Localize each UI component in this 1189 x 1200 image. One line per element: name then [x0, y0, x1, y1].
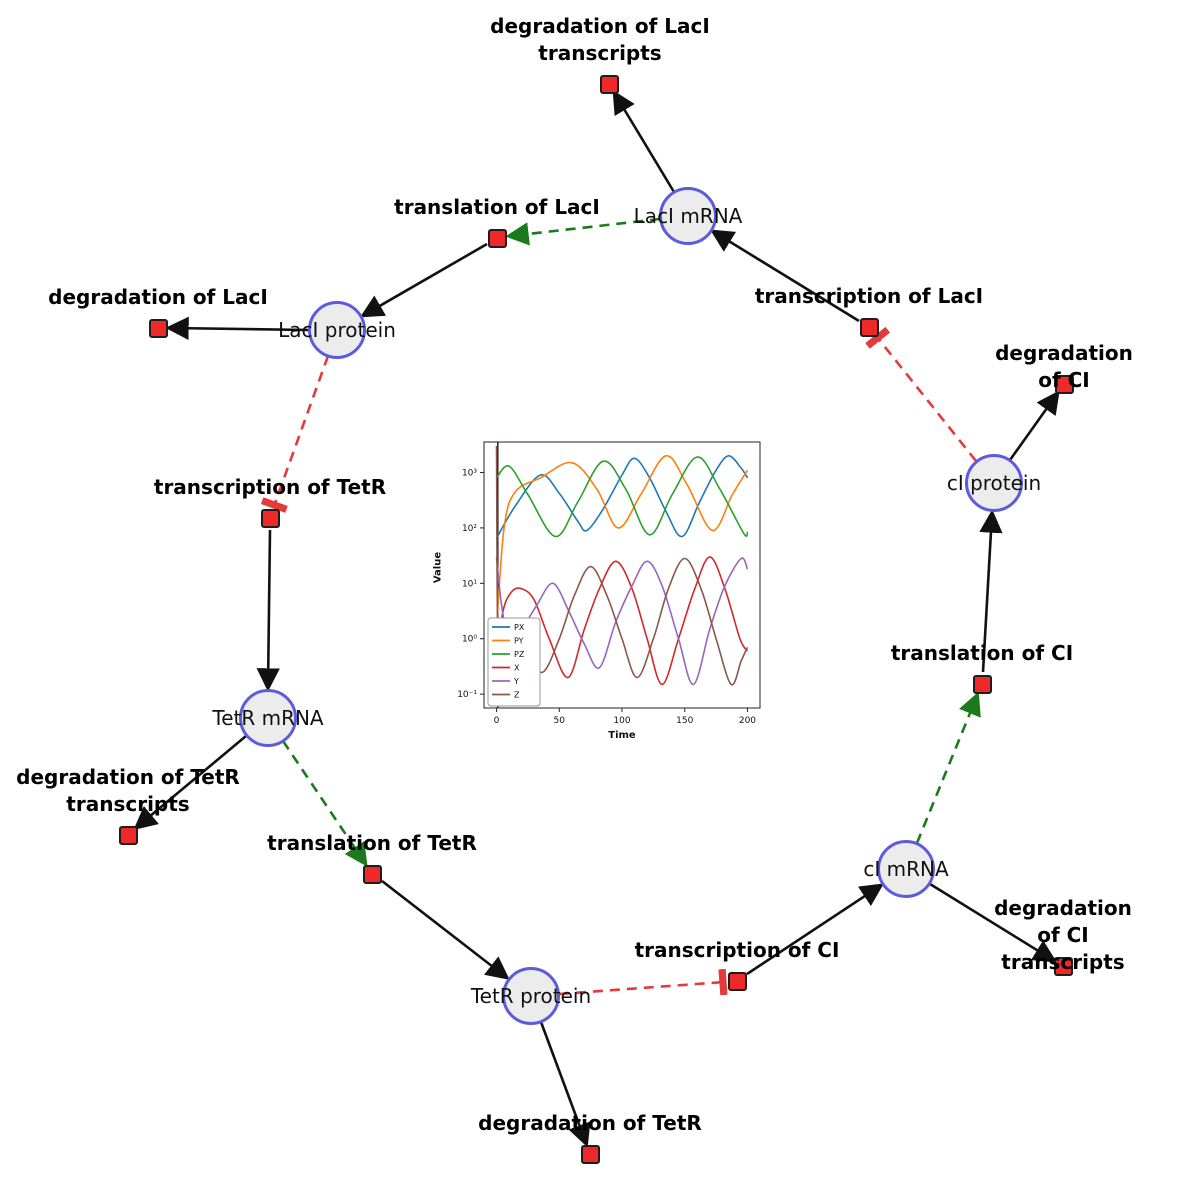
reaction-node-transcription-of-tetR[interactable] — [260, 508, 280, 528]
edge-consume-cI-protein-to-degradation-of-cI — [1008, 390, 1060, 461]
edge-produce-translation-of-tetR-to-tetR-protein — [381, 879, 510, 980]
reaction-label-translation-of-lacI: translation of LacI — [394, 195, 600, 219]
edge-inhibit-cI-protein-to-transcription-of-lacI — [865, 326, 978, 462]
chart-x-axis-label: Time — [608, 730, 636, 741]
species-node-lacI-protein[interactable] — [308, 301, 366, 359]
chart-y-axis-label: Value — [432, 551, 444, 584]
reaction-label-degradation-of-tetR-transcripts: degradation of TetR transcripts — [16, 765, 240, 816]
species-label-lacI-protein: LacI protein — [278, 318, 396, 342]
y-tick-label: 10⁰ — [462, 635, 477, 645]
legend-label-PZ: PZ — [514, 650, 525, 659]
reaction-node-degradation-of-tetR[interactable] — [580, 1144, 600, 1164]
y-tick-label: 10³ — [462, 468, 477, 478]
edge-consume-tetR-mRNA-to-degradation-of-tetR-transcripts — [133, 735, 247, 830]
edge-produce-transcription-of-tetR-to-tetR-mRNA — [256, 529, 280, 692]
species-node-tetR-mRNA[interactable] — [239, 689, 297, 747]
y-tick-label: 10¹ — [462, 579, 477, 589]
reaction-node-degradation-of-tetR-transcripts[interactable] — [118, 825, 138, 845]
legend-label-Y: Y — [513, 677, 519, 686]
series-line-PY — [495, 454, 749, 630]
reaction-label-transcription-of-cI: transcription of CI — [634, 938, 840, 962]
reaction-label-translation-of-tetR: translation of TetR — [267, 831, 477, 855]
chart-legend: PX PY PZ XYZ — [487, 617, 541, 707]
reaction-node-translation-of-tetR[interactable] — [362, 864, 382, 884]
edge-produce-transcription-of-lacI-to-lacI-mRNA — [710, 229, 860, 323]
edge-consume-tetR-protein-to-degradation-of-tetR — [539, 1021, 591, 1148]
reaction-node-transcription-of-cI[interactable] — [727, 971, 747, 991]
legend-label-X: X — [514, 664, 520, 673]
species-label-cI-protein: cI protein — [946, 471, 1042, 495]
reaction-label-transcription-of-lacI: transcription of LacI — [754, 284, 984, 308]
reaction-node-transcription-of-lacI[interactable] — [859, 317, 879, 337]
y-tick-label: 10⁻¹ — [457, 690, 477, 700]
series-line-PZ — [495, 456, 749, 538]
edge-inhibit-lacI-protein-to-transcription-of-tetR — [260, 355, 330, 513]
reaction-label-degradation-of-tetR: degradation of TetR — [478, 1111, 702, 1135]
reaction-node-degradation-of-cI-transcripts[interactable] — [1053, 956, 1073, 976]
edge-consume-lacI-mRNA-to-degradation-of-lacI-transcripts — [612, 89, 676, 193]
reaction-node-translation-of-lacI[interactable] — [487, 228, 507, 248]
reaction-node-degradation-of-lacI[interactable] — [148, 318, 168, 338]
edge-consume-cI-mRNA-to-degradation-of-cI-transcripts — [929, 882, 1057, 963]
x-tick-label: 100 — [613, 716, 630, 726]
species-node-tetR-protein[interactable] — [502, 967, 560, 1025]
species-label-lacI-mRNA: LacI mRNA — [633, 204, 743, 228]
x-tick-label: 150 — [676, 716, 693, 726]
x-tick-label: 50 — [554, 716, 566, 726]
legend-label-Z: Z — [514, 691, 520, 700]
reaction-label-degradation-of-lacI-transcripts: degradation of LacI transcripts — [490, 14, 710, 65]
edge-inhibit-tetR-protein-to-transcription-of-cI — [558, 968, 728, 996]
species-node-cI-protein[interactable] — [965, 454, 1023, 512]
edge-modifier-cI-mRNA-to-translation-of-cI — [915, 691, 981, 844]
edge-consume-lacI-protein-to-degradation-of-lacI — [165, 316, 310, 340]
edge-modifier-tetR-mRNA-to-translation-of-tetR — [281, 740, 368, 867]
series-line-PX — [495, 455, 749, 539]
x-tick-label: 200 — [739, 716, 756, 726]
species-label-tetR-protein: TetR protein — [470, 984, 592, 1008]
reaction-node-degradation-of-cI[interactable] — [1054, 374, 1074, 394]
legend-label-PY: PY — [514, 637, 524, 646]
reaction-label-degradation-of-cI: degradation of CI — [995, 341, 1133, 392]
species-node-lacI-mRNA[interactable] — [659, 187, 717, 245]
edge-produce-transcription-of-cI-to-cI-mRNA — [746, 883, 884, 976]
species-label-cI-mRNA: cI mRNA — [863, 857, 949, 881]
legend-label-PX: PX — [514, 623, 525, 632]
x-tick-label: 0 — [494, 716, 500, 726]
edge-produce-translation-of-lacI-to-lacI-protein — [359, 242, 488, 318]
edge-modifier-lacI-mRNA-to-translation-of-lacI — [505, 217, 661, 246]
reaction-label-degradation-of-cI-transcripts: degradation of CI transcripts — [994, 896, 1132, 974]
reaction-label-transcription-of-tetR: transcription of TetR — [153, 475, 387, 499]
species-node-cI-mRNA[interactable] — [877, 840, 935, 898]
species-label-tetR-mRNA: TetR mRNA — [212, 706, 324, 730]
y-tick-label: 10² — [462, 524, 477, 534]
series-line-X — [495, 556, 749, 686]
reaction-label-translation-of-cI: translation of CI — [890, 641, 1074, 665]
reaction-node-degradation-of-lacI-transcripts[interactable] — [599, 74, 619, 94]
reaction-node-translation-of-cI[interactable] — [972, 674, 992, 694]
reaction-label-degradation-of-lacI: degradation of LacI — [48, 285, 268, 309]
edge-produce-translation-of-cI-to-cI-protein — [979, 509, 1003, 673]
